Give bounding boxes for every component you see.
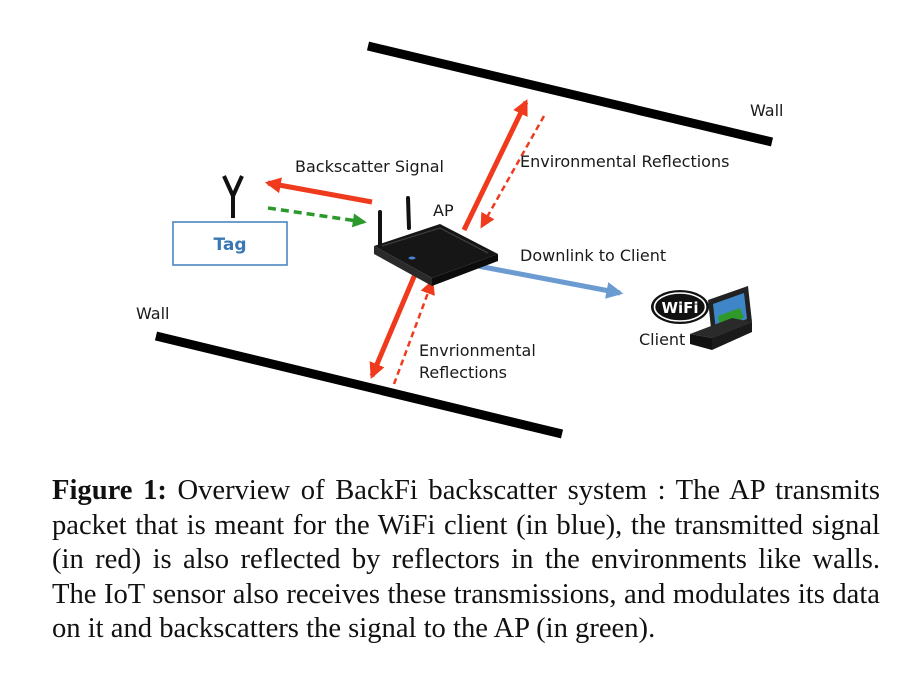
reflection-arrow-bottom-out (369, 271, 419, 379)
tag-antenna-icon (222, 175, 244, 218)
laptop-icon (690, 286, 752, 350)
router-icon (374, 196, 498, 286)
downlink-label: Downlink to Client (520, 246, 666, 265)
client-label: Client (639, 330, 685, 349)
wifi-logo-text: WiFi (661, 299, 698, 317)
reflection-arrow-top-return (480, 115, 546, 229)
figure-caption: Figure 1: Overview of BackFi backscatter… (52, 474, 880, 647)
caption-text: Overview of BackFi backscatter system : … (52, 475, 880, 644)
env-reflections-bottom-label-1: Envrionmental (419, 341, 536, 360)
wall-left-label: Wall (136, 304, 170, 323)
env-reflections-top-label: Environmental Reflections (520, 152, 729, 171)
downlink-arrow (477, 263, 624, 299)
backscatter-signal-label: Backscatter Signal (295, 157, 444, 176)
caption-figure-label: Figure 1: (52, 475, 167, 506)
backfi-diagram: Tag WiFi Wall Wall Backscatter Signal En… (136, 41, 784, 439)
tag-label: Tag (213, 235, 246, 255)
reflection-arrow-top-out (461, 99, 529, 232)
wall-top-label: Wall (750, 101, 784, 120)
transmit-arrow-to-tag (264, 177, 373, 205)
wall-bottom (154, 331, 564, 439)
backscatter-arrow (267, 206, 367, 228)
tag-box (172, 221, 288, 266)
wifi-logo-icon: WiFi (651, 290, 709, 324)
env-reflections-bottom-label-2: Reflections (419, 363, 507, 382)
reflection-arrow-bottom-return (392, 279, 435, 385)
ap-label: AP (433, 201, 454, 220)
wall-top (366, 41, 774, 147)
